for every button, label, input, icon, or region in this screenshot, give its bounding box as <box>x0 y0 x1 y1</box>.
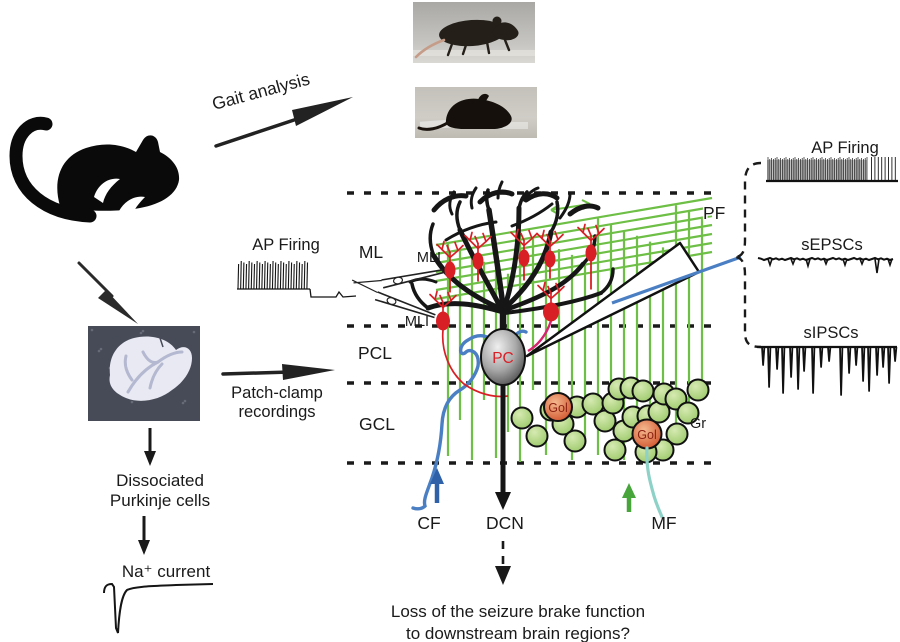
dcn-output-arrow <box>495 541 511 585</box>
granule-cell <box>676 401 700 425</box>
layer-label-gcl: GCL <box>359 414 395 434</box>
dcn-label: DCN <box>486 513 524 533</box>
mli-cell <box>429 290 457 331</box>
ap-firing-right-trace <box>766 157 898 183</box>
na-current-label: Na⁺ current <box>122 562 211 581</box>
layer-label-pcl: PCL <box>358 343 392 363</box>
dissociation-arrow-1 <box>144 428 156 466</box>
sipsc-label: sIPSCs <box>803 324 858 342</box>
dissociated-label-1: Dissociated <box>116 471 204 490</box>
patch-clamp-arrow <box>221 364 335 380</box>
dissection-needle-icon <box>77 261 138 324</box>
dissociation-arrow-2 <box>138 516 150 555</box>
granule-cell <box>563 429 587 453</box>
conclusion-line-1: Loss of the seizure brake function <box>391 602 645 621</box>
mli-lower-label: MLI <box>405 314 429 330</box>
mli-axon-magenta <box>527 320 553 353</box>
mli-upper-label: MLI <box>417 250 441 266</box>
mf-label: MF <box>651 513 676 533</box>
pc-axon-dcn-arrow <box>495 384 511 510</box>
recording-bracket <box>733 161 762 349</box>
granule-cell <box>525 424 549 448</box>
ap-firing-left-label: AP Firing <box>252 236 320 254</box>
mli-cell <box>464 231 492 282</box>
patch-clamp-label-2: recordings <box>238 403 315 421</box>
cf-label: CF <box>417 513 440 533</box>
dissociated-label-2: Purkinje cells <box>110 491 210 510</box>
mli-cell <box>577 223 605 290</box>
patch-clamp-label-1: Patch-clamp <box>231 384 323 402</box>
gait-analysis-arrow <box>214 97 353 148</box>
gait-photo-ataxic <box>415 87 537 138</box>
recording-pipette <box>525 241 742 358</box>
gol-left-label: Gol <box>548 401 567 415</box>
mf-direction-arrow <box>622 483 636 512</box>
conclusion-line-2: to downstream brain regions? <box>406 624 630 642</box>
gait-photo-normal <box>413 2 535 63</box>
na-current-trace <box>103 582 214 634</box>
pf-label: PF <box>703 203 725 223</box>
granule-cell <box>631 379 655 403</box>
golgi-cells: Gol Gol <box>543 392 663 450</box>
purkinje-soma: PC <box>480 328 526 386</box>
granule-cell <box>603 438 627 462</box>
mossy-fiber <box>645 446 664 519</box>
mli-cell <box>510 228 538 281</box>
sepsc-label: sEPSCs <box>801 236 862 254</box>
sipsc-trace <box>757 345 898 396</box>
ap-firing-right-label: AP Firing <box>811 139 879 157</box>
cerebellum-slice-photo <box>88 326 200 421</box>
cf-direction-arrow <box>430 468 444 503</box>
mli-cell <box>436 240 464 293</box>
gait-analysis-label: Gait analysis <box>210 69 312 114</box>
ap-firing-left-trace <box>237 260 357 298</box>
sepsc-trace <box>757 256 894 274</box>
pc-label: PC <box>492 350 514 367</box>
mli-cell <box>537 281 565 322</box>
mli-axon-red <box>441 329 509 398</box>
granule-cell <box>665 422 689 446</box>
gr-label: Gr <box>690 416 706 432</box>
gol-right-label: Gol <box>637 428 656 442</box>
mli-cell <box>536 229 564 279</box>
granule-cell <box>510 406 534 430</box>
mouse-silhouette-icon <box>9 116 180 223</box>
granule-cell <box>686 378 710 402</box>
layer-label-ml: ML <box>359 242 384 262</box>
